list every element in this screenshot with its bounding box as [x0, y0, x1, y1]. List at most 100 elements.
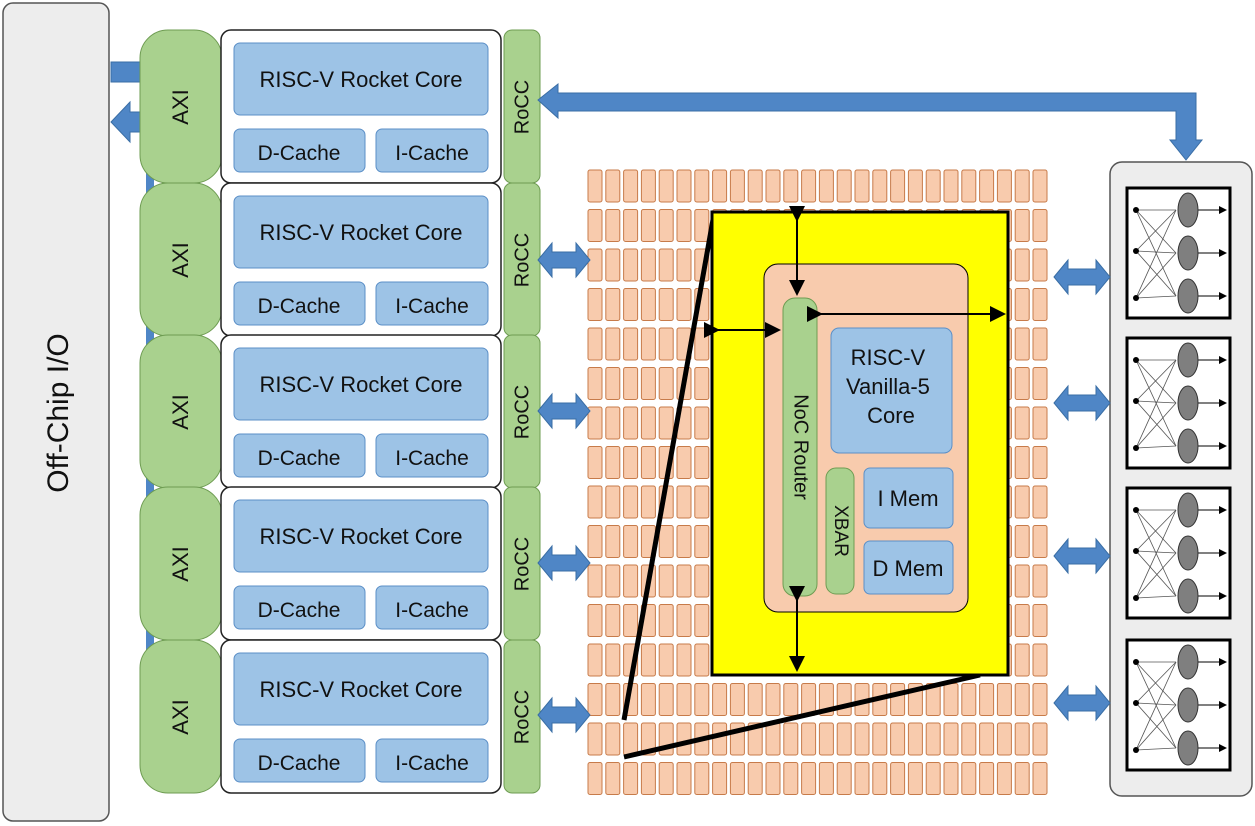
mesh-tile — [836, 762, 852, 795]
nn-edge — [1135, 209, 1177, 254]
mesh-tile — [658, 683, 674, 716]
mesh-tile — [640, 406, 656, 440]
accelerator-unit — [1125, 336, 1232, 470]
mesh-tile — [676, 446, 692, 479]
mesh-tile — [623, 446, 639, 479]
nn-neuron — [1177, 192, 1199, 228]
mesh-tile — [676, 564, 692, 598]
vanilla-core-label-line-2: Vanilla-5 — [846, 374, 930, 399]
mesh-tile — [694, 525, 710, 558]
mesh-tile — [925, 169, 941, 203]
zoom-line-left — [621, 213, 717, 721]
mesh-tile — [658, 564, 674, 598]
mesh-tile — [1014, 722, 1030, 756]
rocc-accel-link — [537, 82, 1204, 161]
mesh-tile — [890, 683, 906, 716]
mesh-tile — [979, 683, 995, 716]
rocket-core — [233, 42, 489, 116]
mesh-tile — [747, 683, 763, 716]
mesh-tile — [1032, 485, 1048, 519]
nn-input-node — [1133, 357, 1139, 363]
icache-label: I-Cache — [395, 142, 469, 165]
mesh-tile — [605, 446, 621, 479]
mesh-tile — [640, 327, 656, 361]
mesh-tile — [694, 762, 710, 795]
mesh-accel-arrow — [1053, 384, 1111, 422]
dcache — [233, 281, 366, 326]
mesh-tile — [729, 762, 745, 795]
mesh-tile — [676, 288, 692, 321]
mesh-tile — [1014, 564, 1030, 598]
rocket-core-label: RISC-V Rocket Core — [260, 67, 463, 92]
mesh-tile — [801, 762, 817, 795]
mesh-tile — [623, 525, 639, 558]
nn-edge — [1135, 250, 1177, 297]
nn-neuron — [1177, 492, 1199, 528]
nn-edge — [1135, 295, 1177, 299]
mesh-tile — [605, 564, 621, 598]
mesh-tile — [640, 722, 656, 756]
mesh-tile — [1014, 683, 1030, 716]
rocc-label: RoCC — [511, 385, 533, 439]
mesh-tile — [640, 367, 656, 400]
nn-neuron — [1177, 235, 1199, 271]
mesh-tile — [676, 248, 692, 282]
mesh-tile — [587, 564, 603, 598]
rocc-mesh-arrow — [537, 696, 591, 734]
nn-edge — [1135, 209, 1177, 297]
mesh-tile — [712, 722, 728, 756]
mesh-tile — [587, 209, 603, 242]
nn-input-node — [1133, 659, 1139, 665]
icache — [375, 128, 489, 173]
mesh-tile — [587, 169, 603, 203]
icache-label: I-Cache — [395, 295, 469, 318]
mesh-tile — [640, 169, 656, 203]
mesh-tile — [640, 643, 656, 677]
mesh-tile — [961, 683, 977, 716]
mesh-tile — [605, 604, 621, 637]
accelerator-block — [1109, 161, 1253, 797]
mesh-tile — [783, 722, 799, 756]
mesh-tile — [587, 643, 603, 677]
mesh-tile — [854, 762, 870, 795]
mesh-tile — [587, 762, 603, 795]
mesh-tile — [996, 169, 1012, 203]
mesh-tile — [747, 762, 763, 795]
rocc-mesh-arrow — [537, 241, 591, 279]
dcache-label: D-Cache — [258, 295, 341, 318]
mesh-tile — [961, 722, 977, 756]
nn-edge — [1135, 359, 1177, 449]
mesh-tile — [872, 169, 888, 203]
mesh-tile — [640, 446, 656, 479]
mesh-tile — [640, 209, 656, 242]
mesh-tile — [658, 762, 674, 795]
mesh-accel-arrow — [1053, 258, 1111, 296]
nn-neuron — [1177, 385, 1199, 421]
mesh-tile — [658, 406, 674, 440]
imem-label: I Mem — [877, 486, 938, 511]
mesh-tile — [676, 525, 692, 558]
mesh-tile — [658, 327, 674, 361]
mesh-tile — [925, 722, 941, 756]
mesh-tile — [676, 762, 692, 795]
mesh-tile — [979, 169, 995, 203]
mesh-tile — [1032, 169, 1048, 203]
mesh-tile — [712, 169, 728, 203]
nn-neuron — [1177, 730, 1199, 766]
mesh-tile — [1032, 209, 1048, 242]
mesh-tile — [676, 604, 692, 637]
xbar — [825, 467, 855, 595]
nn-edge — [1135, 445, 1177, 449]
mesh-accel-arrow — [1053, 537, 1111, 575]
mesh-tile — [623, 722, 639, 756]
mesh-tile — [747, 722, 763, 756]
mesh-tile — [836, 169, 852, 203]
nn-neuron — [1177, 278, 1199, 314]
rocket-core-label: RISC-V Rocket Core — [260, 220, 463, 245]
nn-edge — [1135, 661, 1177, 704]
mesh-tile — [1014, 446, 1030, 479]
mesh-tile — [765, 169, 781, 203]
mesh-tile — [623, 327, 639, 361]
icache-label: I-Cache — [395, 599, 469, 622]
